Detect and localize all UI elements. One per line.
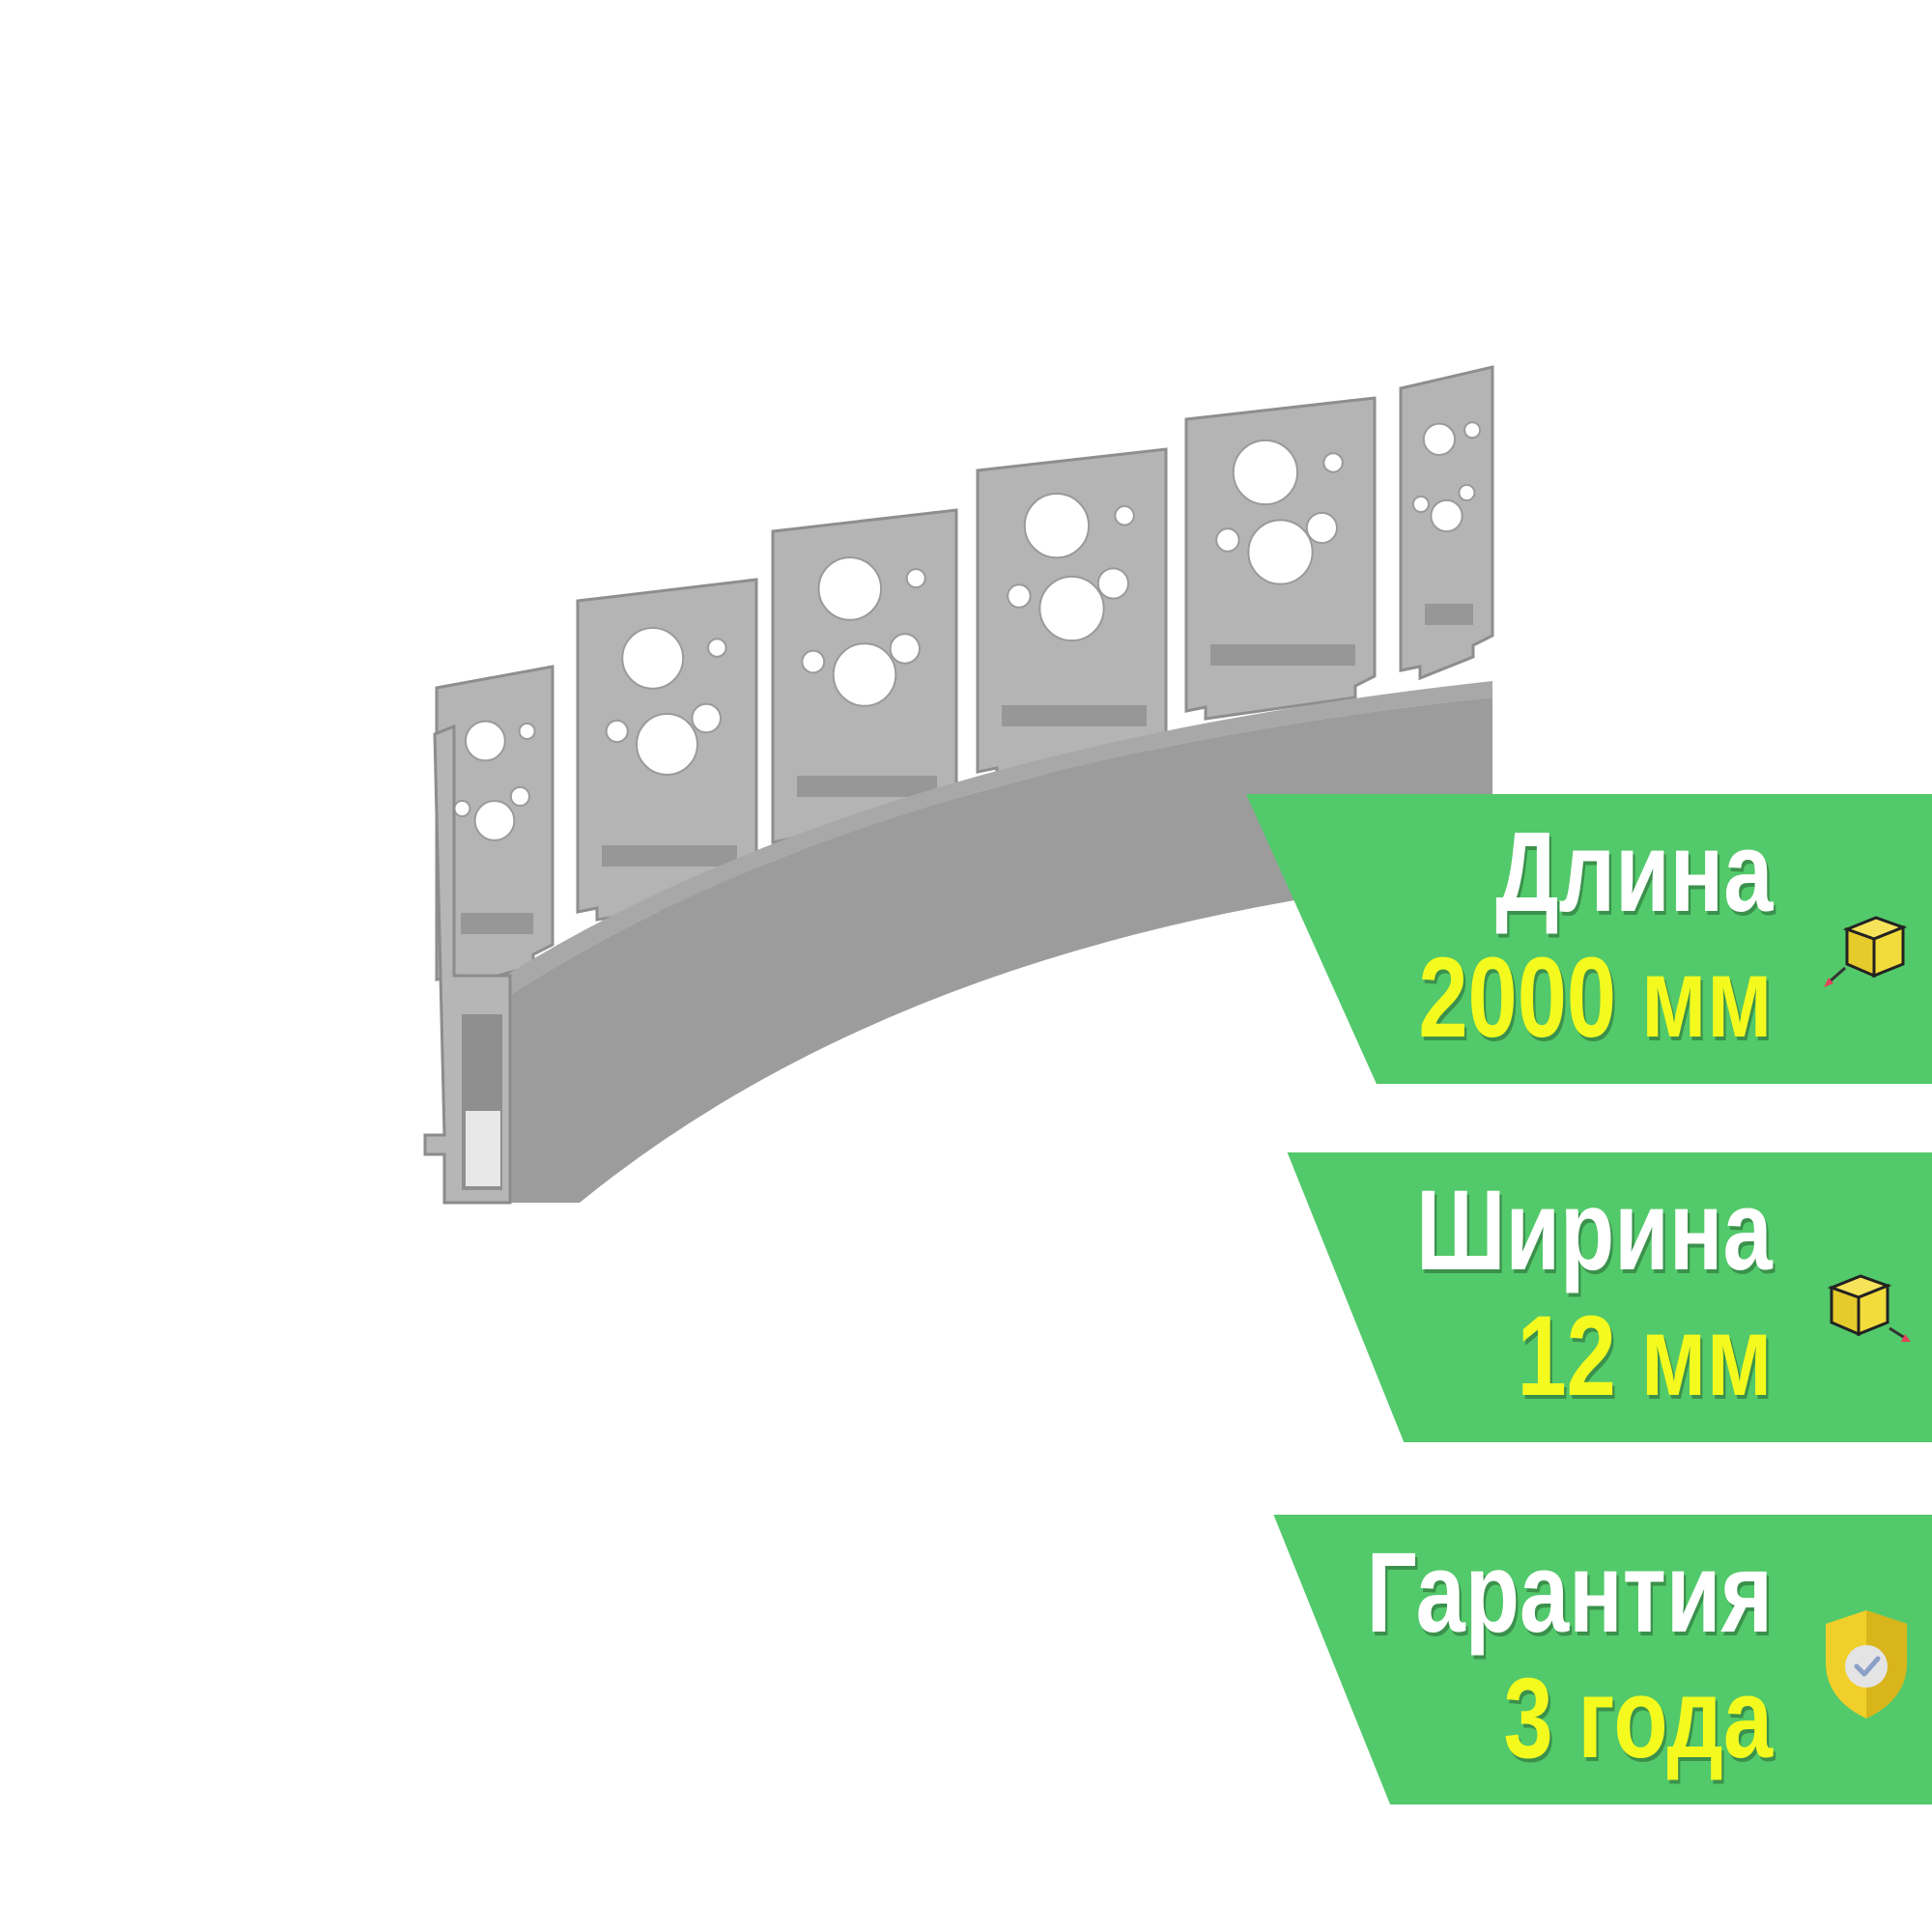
badge-warranty-value: 3 года bbox=[1503, 1655, 1773, 1782]
flange-hole bbox=[691, 702, 723, 734]
flange-hole bbox=[636, 713, 698, 776]
flange-hole bbox=[473, 800, 516, 841]
profile-diffuser bbox=[466, 1111, 500, 1186]
flange-hole bbox=[1232, 439, 1299, 506]
flange-plate bbox=[435, 665, 554, 989]
flange-plate-foot bbox=[461, 913, 533, 934]
flange-plate-foot bbox=[602, 845, 737, 867]
flange-hole bbox=[817, 556, 883, 621]
badge-width: Ширина 12 мм bbox=[1246, 1152, 1932, 1442]
shield-check-icon bbox=[1826, 1610, 1907, 1719]
flange-hole bbox=[453, 800, 471, 817]
flange-plate-foot bbox=[797, 776, 937, 797]
flange-hole bbox=[621, 626, 685, 690]
flange-plate-foot bbox=[1210, 644, 1355, 666]
flange-plate bbox=[976, 447, 1168, 781]
flange-hole bbox=[1038, 575, 1105, 642]
flange-hole bbox=[1305, 511, 1339, 545]
flange-hole bbox=[509, 785, 531, 808]
badge-warranty: Гарантия 3 года bbox=[1246, 1515, 1932, 1804]
box-length-icon bbox=[1824, 916, 1908, 987]
badge-width-value: 12 мм bbox=[1517, 1293, 1773, 1420]
flange-hole bbox=[1007, 583, 1032, 609]
badge-width-label: Ширина bbox=[1416, 1167, 1773, 1294]
flange-hole bbox=[905, 568, 926, 589]
profile-body bbox=[423, 681, 1492, 1205]
flange-hole bbox=[518, 723, 536, 740]
flange-hole bbox=[1411, 496, 1430, 513]
flange-hole bbox=[707, 638, 727, 658]
flange-hole bbox=[1096, 567, 1130, 600]
profile-face bbox=[510, 697, 1492, 1203]
flange-plate bbox=[1184, 396, 1377, 721]
flange-plate-foot bbox=[1002, 705, 1147, 726]
flange-hole bbox=[1247, 519, 1314, 585]
flange-hole bbox=[1023, 493, 1091, 559]
flange-hole bbox=[465, 720, 506, 762]
badge-length-background bbox=[1246, 794, 1932, 1084]
flange-hole bbox=[889, 633, 921, 665]
badge-length: Длина 2000 мм bbox=[1246, 794, 1932, 1084]
box-width-icon bbox=[1827, 1274, 1911, 1342]
flange-hole bbox=[801, 649, 826, 674]
flange-hole bbox=[1322, 452, 1344, 473]
badge-length-label: Длина bbox=[1494, 809, 1773, 936]
flange-hole bbox=[1114, 505, 1135, 526]
badge-width-background bbox=[1287, 1152, 1932, 1442]
badge-length-value: 2000 мм bbox=[1418, 934, 1773, 1062]
flange-hole bbox=[1458, 484, 1476, 501]
flange-plate bbox=[576, 578, 758, 922]
flange-hole bbox=[832, 642, 897, 707]
badge-warranty-label: Гарантия bbox=[1366, 1529, 1773, 1657]
flange-plate-foot bbox=[1425, 604, 1473, 625]
flange-hole bbox=[1430, 498, 1463, 533]
badge-warranty-background bbox=[1273, 1515, 1932, 1804]
flange-hole bbox=[605, 719, 629, 744]
flange-hole bbox=[1215, 527, 1240, 553]
flange-hole bbox=[1463, 421, 1482, 440]
flange-hole bbox=[1422, 422, 1457, 456]
flange-plate bbox=[1399, 365, 1494, 681]
